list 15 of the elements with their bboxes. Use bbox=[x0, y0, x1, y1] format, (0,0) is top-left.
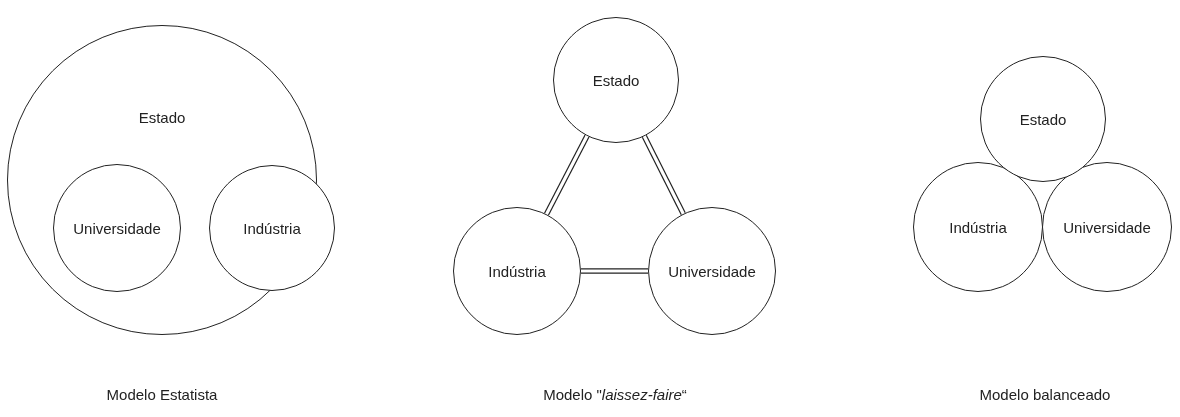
node-label: Estado bbox=[591, 72, 641, 90]
node-label: Universidade bbox=[667, 263, 757, 281]
node-label: Indústria bbox=[948, 219, 1008, 237]
model-caption: Modelo Estatista bbox=[106, 386, 218, 403]
node-label: Estado bbox=[137, 109, 187, 127]
node-label: Indústria bbox=[487, 263, 547, 281]
double-line-connector bbox=[580, 268, 649, 274]
node-label: Indústria bbox=[242, 220, 302, 238]
node-label: Estado bbox=[1018, 111, 1068, 129]
double-line-connector bbox=[641, 134, 686, 216]
node-label: Universidade bbox=[1062, 219, 1152, 237]
model-caption: Modelo balanceado bbox=[979, 386, 1111, 403]
node-label: Universidade bbox=[72, 220, 162, 238]
double-line-connector bbox=[543, 134, 590, 216]
model-caption: Modelo "laissez-faire“ bbox=[543, 386, 687, 403]
